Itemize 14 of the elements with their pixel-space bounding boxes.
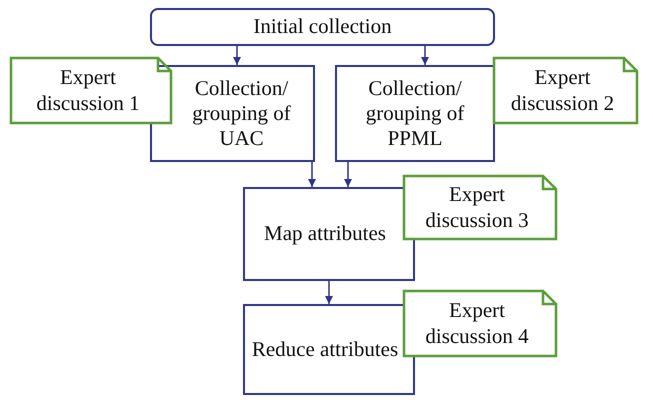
- arrow: [344, 162, 352, 187]
- arrow: [308, 162, 316, 187]
- arrow: [421, 46, 429, 65]
- arrow: [325, 281, 333, 304]
- process-box: Collection/ grouping of PPML: [335, 65, 495, 162]
- arrow: [233, 46, 241, 65]
- note-box: Expert discussion 4: [403, 290, 557, 357]
- note-box: Expert discussion 3: [403, 175, 557, 240]
- process-box: Collection/ grouping of UAC: [150, 65, 315, 162]
- note-box: Expert discussion 2: [493, 57, 638, 124]
- note-box: Expert discussion 1: [10, 57, 172, 124]
- process-box: Map attributes: [243, 187, 415, 281]
- process-box: Initial collection: [150, 8, 495, 46]
- process-box: Reduce attributes: [243, 304, 415, 395]
